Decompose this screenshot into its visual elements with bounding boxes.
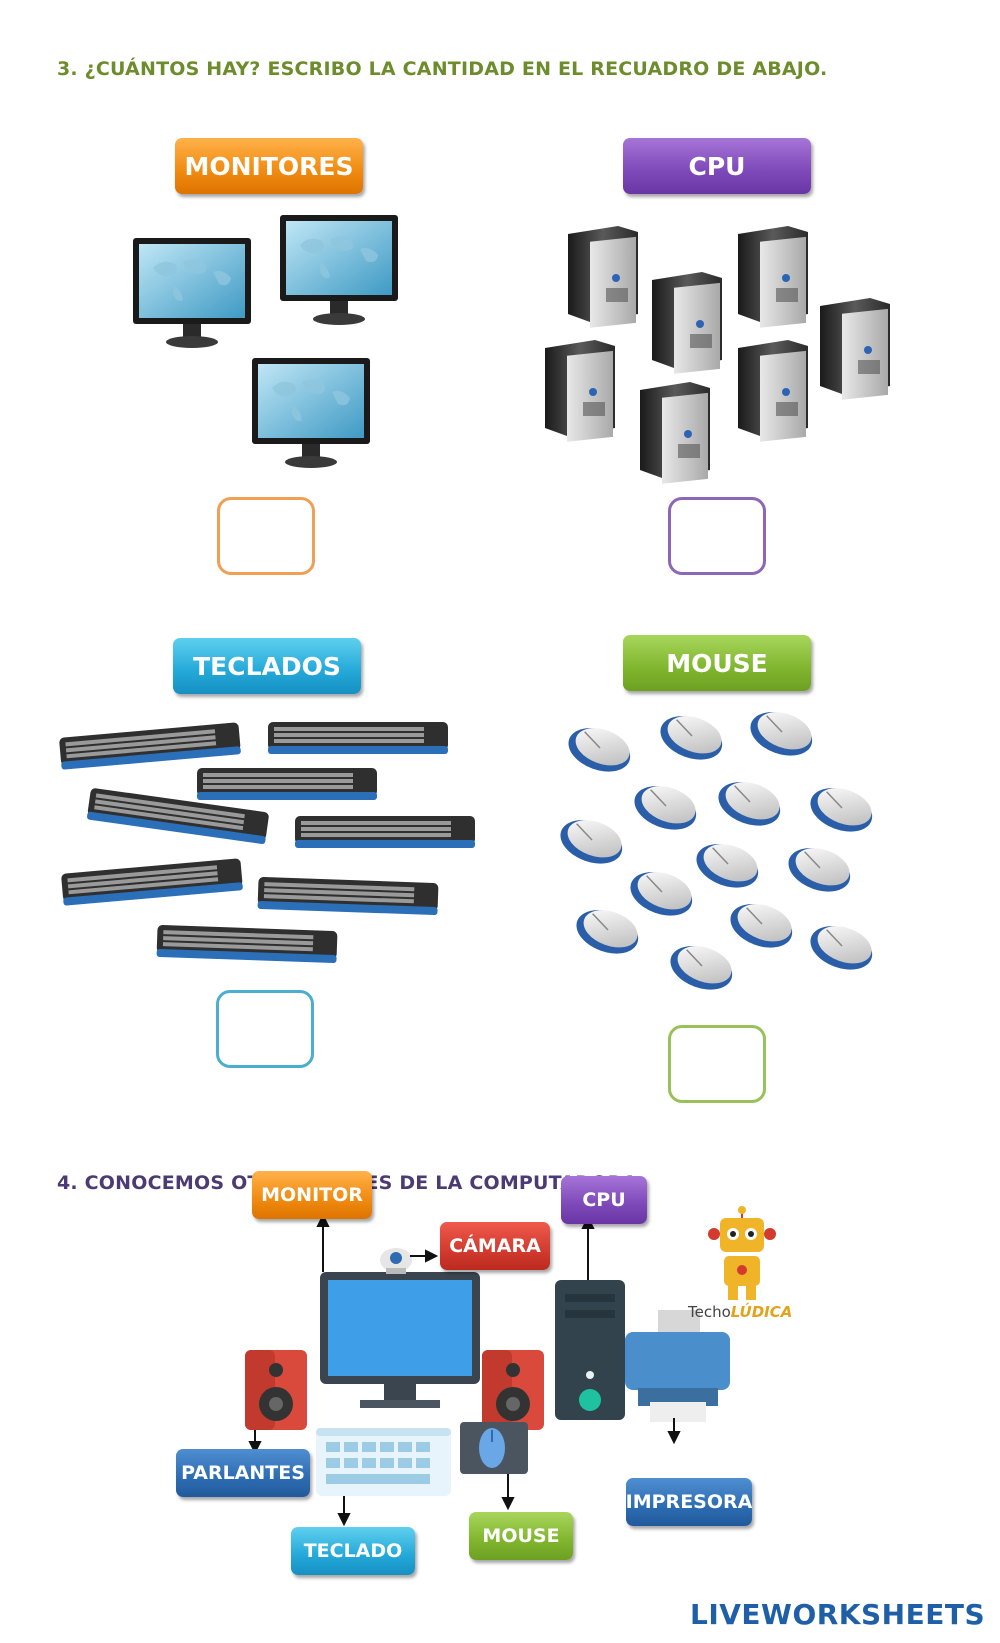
- webcam-illustration: [380, 1248, 412, 1274]
- teclados-answer-box[interactable]: [216, 990, 314, 1068]
- mouse-answer-box[interactable]: [668, 1025, 766, 1103]
- mouse-image: [561, 718, 638, 781]
- liveworksheets-watermark: LIVEWORKSHEETS: [690, 1598, 986, 1631]
- keyboard-image: [60, 858, 244, 906]
- cpu-tower-image: [640, 382, 710, 484]
- mouse-image: [723, 894, 800, 957]
- mouse-image: [627, 776, 704, 839]
- monitores-label: MONITORES: [175, 138, 363, 194]
- monitor-image: [280, 215, 398, 325]
- keyboard-image: [58, 722, 242, 770]
- printer-illustration: [625, 1310, 730, 1422]
- cpu-tower-image: [568, 226, 638, 328]
- mouse-image: [553, 810, 630, 873]
- speaker-left-illustration: [245, 1350, 307, 1430]
- keyboard-image: [295, 816, 475, 848]
- keyboard-illustration: [316, 1428, 451, 1496]
- monitor-image: [252, 358, 370, 468]
- mouse-image: [711, 772, 788, 835]
- diagram-label-mouse: MOUSE: [469, 1512, 573, 1560]
- diagram-label-monitor: MONITOR: [252, 1171, 372, 1219]
- keyboard-image: [86, 787, 270, 845]
- mouse-illustration: [460, 1422, 528, 1474]
- mouse-image: [743, 702, 820, 765]
- diagram-label-teclado: TECLADO: [291, 1527, 415, 1575]
- diagram-label-camara: CÁMARA: [440, 1222, 550, 1270]
- monitor-illustration: [320, 1272, 480, 1408]
- monitores-answer-box[interactable]: [217, 497, 315, 575]
- diagram-label-impresora: IMPRESORA: [626, 1478, 752, 1526]
- mouse-image: [803, 916, 880, 979]
- cpu-tower-image: [820, 298, 890, 400]
- cpu-illustration: [555, 1280, 625, 1420]
- diagram-label-cpu: CPU: [561, 1176, 647, 1224]
- cpu-label: CPU: [623, 138, 811, 194]
- robot-mascot-icon: [708, 1206, 776, 1300]
- mouse-image: [781, 838, 858, 901]
- mouse-image: [663, 936, 740, 999]
- speaker-right-illustration: [482, 1350, 544, 1430]
- mouse-image: [653, 706, 730, 769]
- keyboard-image: [156, 924, 338, 964]
- mouse-image: [689, 834, 766, 897]
- cpu-tower-image: [652, 272, 722, 374]
- techoludica-logo: TechoLÚDICA: [688, 1303, 793, 1321]
- mouse-image: [803, 778, 880, 841]
- diagram-label-parlantes: PARLANTES: [176, 1449, 310, 1497]
- monitor-image: [133, 238, 251, 348]
- cpu-tower-image: [738, 226, 808, 328]
- computer-parts-diagram: [245, 1213, 730, 1527]
- keyboard-image: [268, 722, 448, 754]
- teclados-label: TECLADOS: [173, 638, 361, 694]
- question-3-title: 3. ¿CUÁNTOS HAY? ESCRIBO LA CANTIDAD EN …: [57, 58, 828, 80]
- cpu-tower-image: [545, 340, 615, 442]
- mouse-image: [569, 900, 646, 963]
- keyboard-image: [257, 876, 439, 916]
- cpu-answer-box[interactable]: [668, 497, 766, 575]
- diagram-arrows: [248, 1213, 681, 1527]
- mouse-label: MOUSE: [623, 635, 811, 691]
- cpu-tower-image: [738, 340, 808, 442]
